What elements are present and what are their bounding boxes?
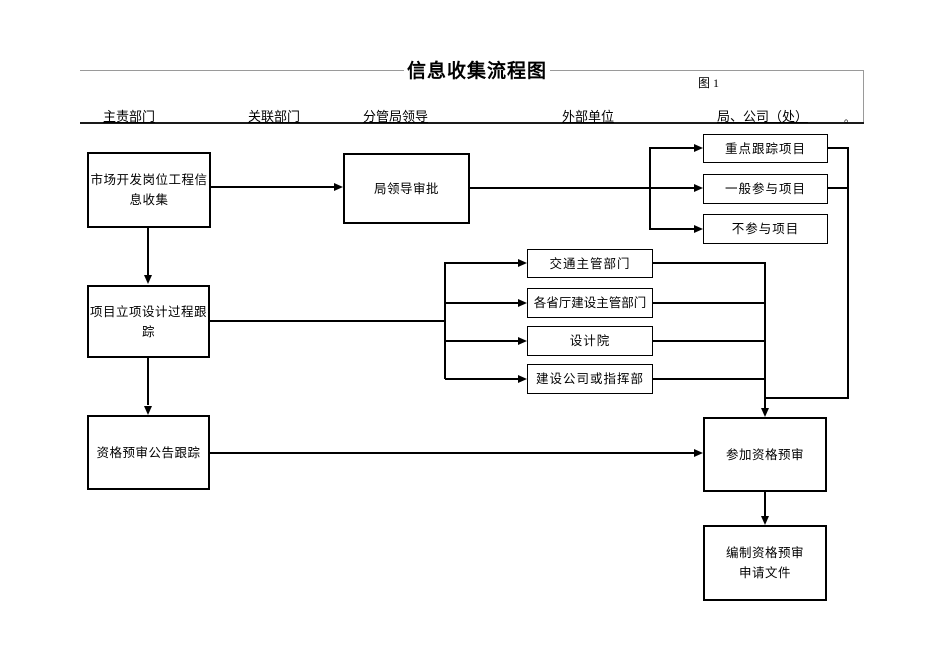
arrowhead-right-icon (518, 259, 527, 267)
arrowhead-right-icon (334, 183, 343, 191)
page-title: 信息收集流程图 (404, 56, 551, 83)
connector-line (210, 452, 694, 454)
connector-line (653, 378, 765, 380)
connector-line (653, 340, 765, 342)
connector-line (828, 147, 848, 149)
connector-line (445, 378, 518, 380)
connector-line (147, 358, 149, 405)
connector-line (650, 147, 694, 149)
connector-line (147, 228, 149, 275)
arrowhead-down-icon (144, 275, 152, 284)
connector-line (653, 302, 765, 304)
node-info-collection: 市场开发岗位工程信息收集 (87, 152, 211, 228)
arrowhead-right-icon (518, 299, 527, 307)
connector-line (445, 302, 518, 304)
lane-bureau-leader: 分管局领导 (363, 109, 429, 124)
arrowhead-right-icon (694, 449, 703, 457)
node-leader-approval: 局领导审批 (343, 153, 470, 224)
connector-line (649, 147, 651, 230)
connector-line (470, 187, 695, 189)
connector-line (444, 262, 446, 379)
arrowhead-down-icon (761, 408, 769, 417)
connector-line (764, 492, 766, 516)
connector-line (210, 320, 445, 322)
connector-line (211, 186, 335, 188)
node-no-participation: 不参与项目 (703, 214, 828, 244)
node-attend-prequalification: 参加资格预审 (703, 417, 827, 492)
connector-line (445, 262, 518, 264)
node-general-participation: 一般参与项目 (703, 174, 828, 204)
arrowhead-right-icon (518, 337, 527, 345)
node-provincial-authority: 各省厅建设主管部门 (527, 288, 653, 318)
node-project-design-tracking: 项目立项设计过程跟踪 (87, 285, 210, 358)
node-transport-authority: 交通主管部门 (527, 249, 653, 278)
lane-bureau-company: 局、公司（处） (717, 109, 809, 124)
arrowhead-down-icon (144, 406, 152, 415)
figure-label: 图 1 (698, 76, 720, 90)
node-prequalification-tracking: 资格预审公告跟踪 (87, 415, 210, 490)
arrowhead-right-icon (518, 375, 527, 383)
connector-line (445, 340, 518, 342)
connector-line (828, 187, 848, 189)
connector-line (764, 262, 766, 408)
connector-line (653, 262, 765, 264)
node-key-tracking: 重点跟踪项目 (703, 134, 828, 163)
lane-main-dept: 主责部门 (103, 109, 156, 124)
node-construction-company: 建设公司或指挥部 (527, 364, 653, 394)
connector-line (765, 397, 848, 399)
node-prepare-documents: 编制资格预审 申请文件 (703, 525, 827, 601)
node-design-institute: 设计院 (527, 326, 653, 356)
right-frame-line (863, 70, 864, 124)
arrowhead-right-icon (694, 184, 703, 192)
connector-line (650, 228, 694, 230)
arrowhead-right-icon (694, 225, 703, 233)
arrowhead-down-icon (761, 516, 769, 525)
arrowhead-right-icon (694, 144, 703, 152)
lane-period-mark: 。 (844, 113, 855, 125)
lane-external-unit: 外部单位 (562, 109, 615, 124)
lane-header-rule (80, 122, 864, 124)
lane-related-dept: 关联部门 (248, 109, 301, 124)
connector-line (847, 147, 849, 399)
